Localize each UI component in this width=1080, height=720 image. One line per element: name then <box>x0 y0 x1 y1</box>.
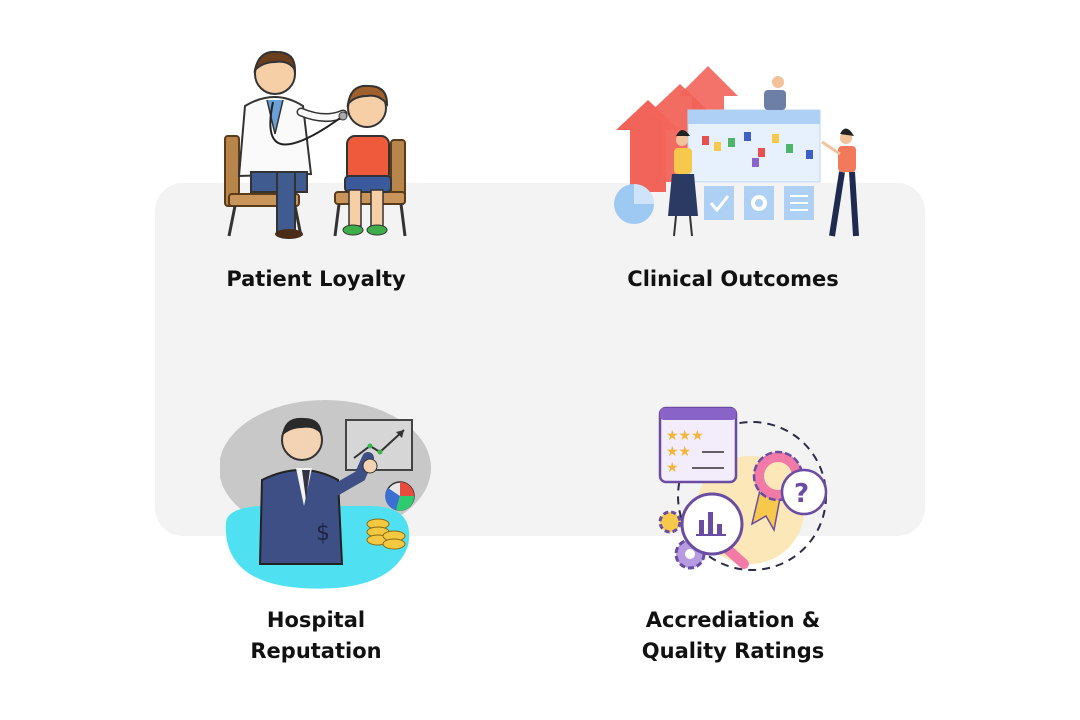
businessman-presenting-growth-icon: $ <box>220 400 431 589</box>
card-title: Accrediation & Quality Ratings <box>641 608 825 663</box>
svg-text:★: ★ <box>666 460 679 476</box>
card-title: Clinical Outcomes <box>627 267 839 291</box>
svg-text:?: ? <box>794 479 809 509</box>
svg-text:$: $ <box>316 521 330 546</box>
svg-text:★★★: ★★★ <box>666 428 704 444</box>
card-title: Hospital Reputation <box>250 608 382 663</box>
doctor-examining-child-icon <box>224 50 407 239</box>
card-title: Patient Loyalty <box>226 267 406 291</box>
svg-text:★★: ★★ <box>666 444 691 460</box>
star-rating-award-icon: ★★★ ★★ ★ ? <box>658 406 828 571</box>
team-analytics-board-icon <box>614 66 859 237</box>
